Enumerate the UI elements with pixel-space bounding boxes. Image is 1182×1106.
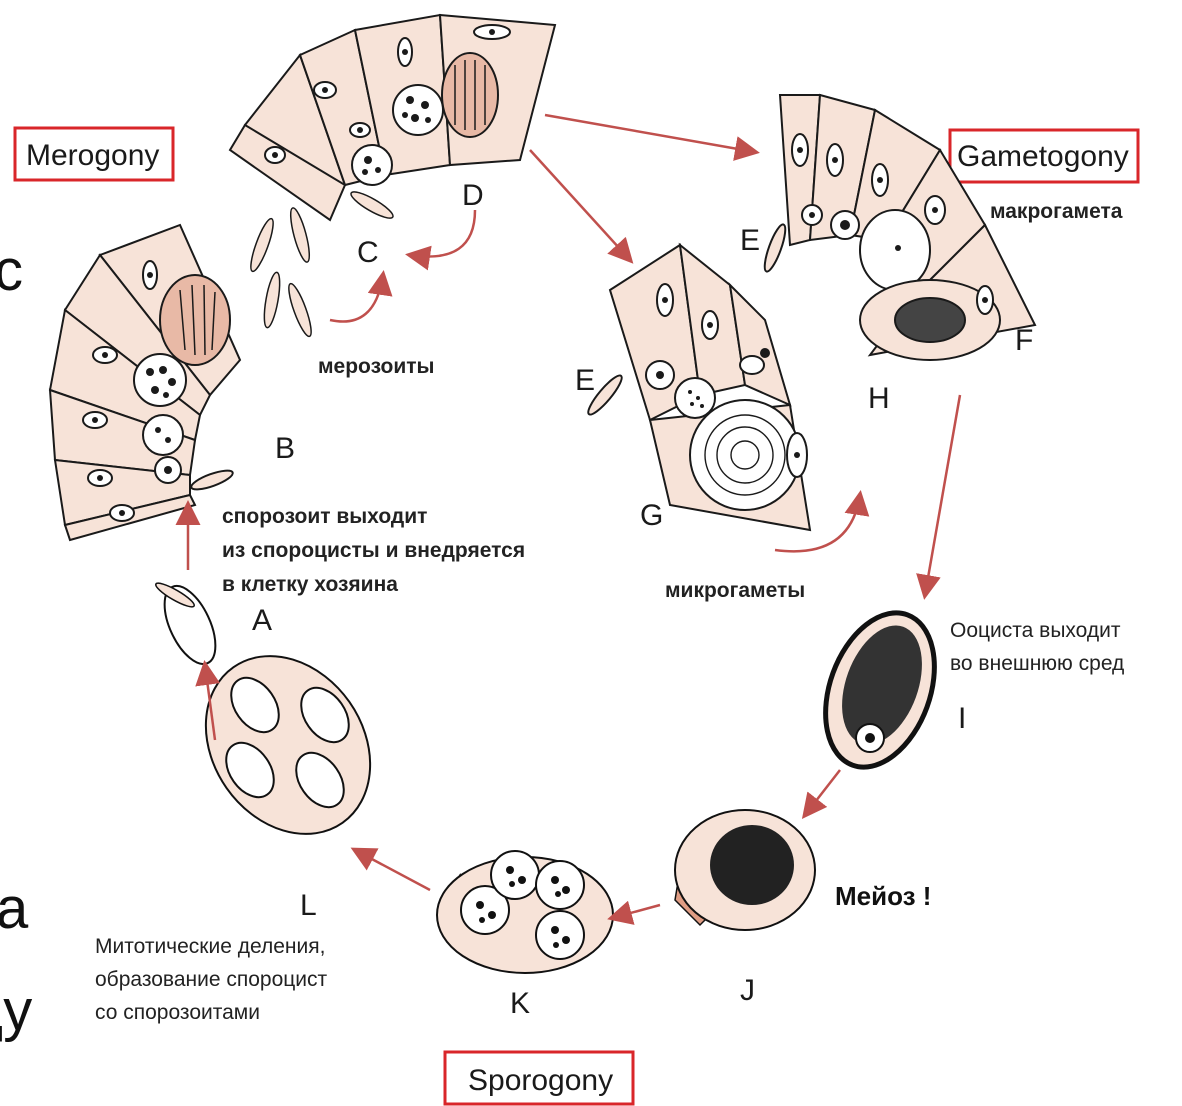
oocyst-line-2: во внешнюю сред [950,652,1124,675]
oocyst-J [675,810,815,930]
oocyst-K [437,851,613,973]
stage-F: F [1015,324,1033,357]
arrow-merozoites-to-C [330,275,383,322]
stage-A: A [252,604,272,637]
arrow-D-to-C [410,210,475,257]
stage-K: K [510,987,530,1020]
mitotic-line-2: образование спороцист [95,968,328,991]
arrow-D-to-G [530,150,630,260]
gametogony-box: Gametogony [950,130,1138,182]
stage-E-middle: E [575,364,595,397]
stage-D: D [462,179,484,212]
microgametes-label: микрогаметы [665,579,805,602]
stage-B: B [275,432,295,465]
sporozoite-line-3: в клетку хозяина [222,573,398,596]
stage-C: C [357,236,379,269]
arrow-K-to-L [355,850,430,890]
sporocyst-A [153,578,225,671]
stage-I: I [958,702,966,735]
arrow-J-to-K [612,905,660,918]
mitotic-line-1: Митотические деления, [95,935,325,958]
merogony-label: Merogony [26,139,159,172]
merozoites-label: мерозоиты [318,355,434,378]
epithelium-middle [584,245,810,530]
stage-L: L [300,889,317,922]
stage-E-right: E [740,224,760,257]
macrogamete-label: макрогамета [990,200,1123,223]
stage-H: H [868,382,890,415]
stage-G: G [640,499,663,532]
mitotic-line-3: со спорозоитами [95,1001,260,1024]
gametogony-label: Gametogony [957,140,1129,173]
arrow-D-to-E [545,115,755,152]
meiosis-label: Мейоз ! [835,881,931,911]
arrow-F-to-I [925,395,960,595]
epithelium-left [50,225,240,540]
epithelium-top [230,15,555,220]
sporozoite-line-1: спорозоит выходит [222,505,427,528]
arrow-I-to-J [805,770,840,815]
sporozoite-line-2: из спороцисты и внедряется [222,539,525,562]
sporogony-label: Sporogony [468,1064,613,1097]
background-fragment-bottom: цу [0,978,32,1043]
sporogony-box: Sporogony [445,1052,633,1104]
background-fragment-top: с [0,238,23,303]
oocyst-line-1: Ооциста выходит [950,619,1121,642]
merogony-box: Merogony [15,128,173,180]
background-fragment-mid: а [0,876,29,941]
oocyst-I [806,598,955,783]
stage-J: J [740,974,755,1007]
